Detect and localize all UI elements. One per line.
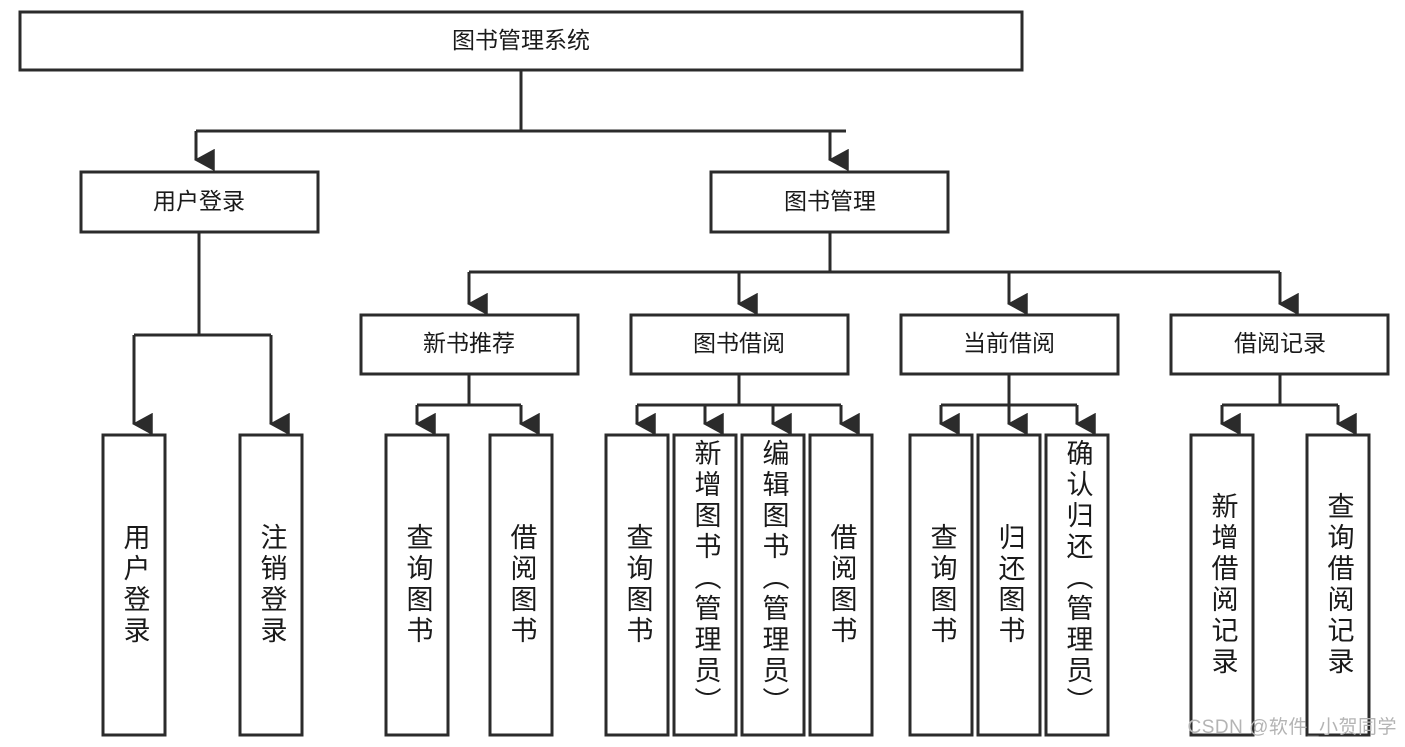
connector-currentborrow-to-leaves (939, 374, 1096, 436)
connector-borrowrecord-to-leaves (1220, 374, 1357, 436)
node-book-borrow[interactable]: 图书借阅 (629, 313, 850, 376)
node-borrow-record-label: 借阅记录 (1234, 330, 1326, 356)
leaf-box-query-book-2[interactable] (604, 433, 670, 737)
leaf-box-query-record[interactable] (1305, 433, 1371, 737)
leaf-label-add-record: 新增借阅记录 (1207, 492, 1238, 678)
leaf-box-borrow-book-2[interactable] (808, 433, 874, 737)
node-current-borrow-label: 当前借阅 (963, 330, 1055, 356)
connector-bookborrow-to-leaves (635, 374, 860, 436)
leaf-label-borrow-book-1: 借阅图书 (506, 523, 537, 647)
leaf-label-edit-book: 编辑图书（管理员） (758, 439, 789, 718)
leaf-box-borrow-book-1[interactable] (488, 433, 554, 737)
leaf-box-user-login[interactable] (101, 433, 167, 737)
leaf-box-logout[interactable] (238, 433, 304, 737)
node-book-borrow-label: 图书借阅 (693, 330, 785, 356)
leaf-box-confirm-return[interactable] (1044, 433, 1110, 737)
leaf-label-query-book-3: 查询图书 (926, 523, 957, 647)
node-borrow-record[interactable]: 借阅记录 (1169, 313, 1390, 376)
node-user-login-label: 用户登录 (153, 188, 245, 214)
leaf-box-edit-book[interactable] (740, 433, 806, 737)
leaf-label-borrow-book-2: 借阅图书 (826, 523, 857, 647)
connector-userlogin-to-leaves (132, 232, 290, 436)
leaf-box-add-record[interactable] (1189, 433, 1255, 737)
csdn-watermark: CSDN @软件_小贺同学 (1187, 717, 1397, 738)
leaf-box-query-book-1[interactable] (384, 433, 450, 737)
leaf-label-query-book-1: 查询图书 (402, 523, 433, 647)
connector-newbook-to-leaves (415, 374, 540, 436)
leaf-label-query-record: 查询借阅记录 (1323, 492, 1354, 678)
leaf-box-add-book[interactable] (672, 433, 738, 737)
node-new-book-recommend-label: 新书推荐 (423, 330, 515, 356)
leaf-label-add-book: 新增图书（管理员） (690, 439, 721, 718)
node-new-book-recommend[interactable]: 新书推荐 (359, 313, 580, 376)
node-root[interactable]: 图书管理系统 (18, 10, 1024, 72)
node-book-management-label: 图书管理 (784, 188, 876, 214)
node-user-login[interactable]: 用户登录 (79, 170, 320, 234)
leaf-label-user-login: 用户登录 (119, 523, 150, 647)
leaf-label-confirm-return: 确认归还（管理员） (1062, 439, 1093, 718)
leaf-box-group (101, 433, 1371, 737)
node-current-borrow[interactable]: 当前借阅 (899, 313, 1120, 376)
leaf-label-return-book: 归还图书 (994, 523, 1025, 647)
leaf-box-query-book-3[interactable] (908, 433, 974, 737)
node-root-label: 图书管理系统 (452, 27, 590, 53)
node-book-management[interactable]: 图书管理 (709, 170, 950, 234)
leaf-box-return-book[interactable] (976, 433, 1042, 737)
leaf-label-query-book-2: 查询图书 (622, 523, 653, 647)
connector-root-to-level2 (194, 70, 849, 172)
leaf-label-logout: 注销登录 (256, 523, 287, 647)
connector-bookmgmt-to-level3 (467, 232, 1299, 316)
